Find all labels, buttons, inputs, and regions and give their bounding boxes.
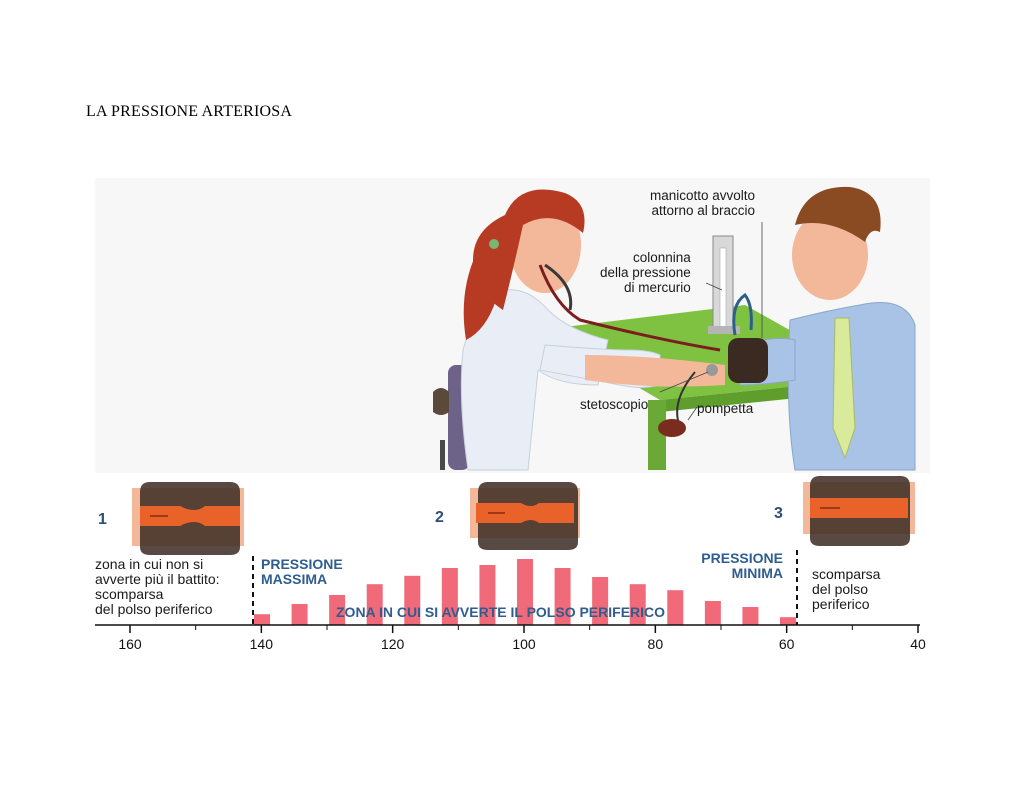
scale-tick-label: 40 (910, 636, 926, 652)
pulse-bar (366, 584, 383, 625)
scale-tick-label: 60 (778, 636, 795, 652)
illustration (433, 186, 916, 471)
cuff (728, 338, 768, 383)
pulse-bar (517, 559, 533, 625)
patient-face (792, 210, 868, 300)
step-number-1: 1 (98, 511, 107, 528)
patient-hair (795, 186, 881, 242)
vessel-2 (470, 482, 580, 550)
scale-tick-label: 160 (118, 636, 142, 652)
table-leg (648, 400, 666, 470)
chair-leg (440, 440, 445, 470)
step-number-3: 3 (774, 505, 783, 522)
pulse-bar (667, 590, 684, 625)
scale-tick-label: 80 (647, 636, 664, 652)
scale-tick-label: 120 (380, 636, 405, 652)
scale-tick-label: 100 (512, 636, 536, 652)
stethoscope-label: stetoscopio (580, 397, 649, 412)
patient-tie (832, 317, 856, 460)
pulse-bar (780, 617, 796, 625)
pulse-bars (254, 559, 796, 625)
pulse-bar (742, 607, 759, 625)
bulb (658, 419, 686, 437)
pulse-bar (441, 568, 458, 625)
bulb-label: pompetta (697, 401, 754, 416)
pulse-bar (291, 604, 308, 625)
chair-arm (433, 388, 449, 415)
pulse-bar (254, 614, 270, 625)
pulse-bar (629, 584, 646, 625)
pulse-bar (704, 601, 721, 625)
pulse-bar (554, 568, 571, 625)
pulse-zone-label: ZONA IN CUI SI AVVERTE IL POLSO PERIFERI… (336, 604, 666, 620)
scale-ticks (129, 625, 919, 633)
pulse-bar (329, 595, 346, 625)
pulse-bar (479, 565, 496, 625)
pulse-bar (592, 577, 609, 625)
scale-tick-label: 140 (249, 636, 274, 652)
nurse-coat (460, 289, 609, 471)
vessel-3 (803, 476, 915, 546)
step-number-2: 2 (435, 509, 444, 526)
page-title: LA PRESSIONE ARTERIOSA (86, 103, 293, 120)
stethoscope-tube (538, 264, 721, 352)
vessel-1 (132, 482, 244, 555)
nurse-hair (473, 189, 585, 310)
pulse-bar (404, 575, 421, 625)
